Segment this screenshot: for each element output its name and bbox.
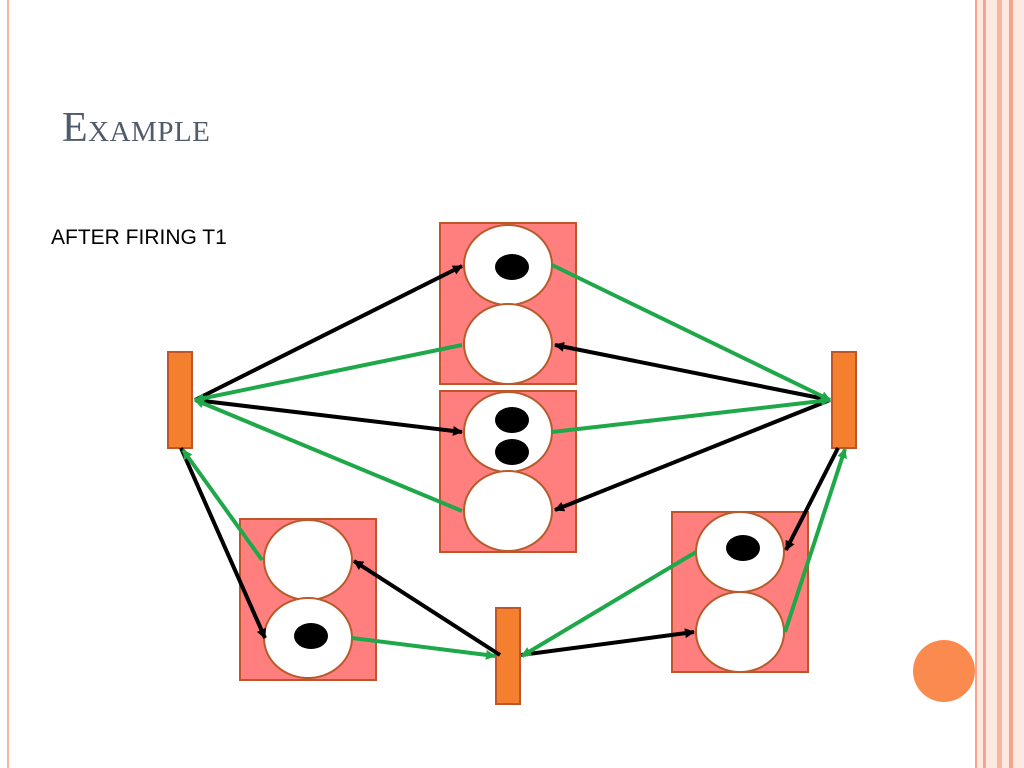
arc-green <box>194 398 463 513</box>
left-transition <box>167 351 193 449</box>
decorative-circle <box>913 640 975 702</box>
slide-frame-right <box>975 0 1024 768</box>
arc-black <box>194 398 463 436</box>
arc-green <box>520 550 698 658</box>
arc-green <box>783 448 847 633</box>
arc-green <box>351 636 496 660</box>
arc-black <box>554 398 831 512</box>
right-transition <box>831 351 857 449</box>
token <box>294 623 328 649</box>
arc-black <box>179 447 267 639</box>
slide-subtitle: AFTER FIRING T1 <box>51 226 227 249</box>
slide-frame-left <box>0 0 9 768</box>
token <box>726 535 760 561</box>
slide-title: Example <box>62 105 211 151</box>
right-group-lower-place <box>695 591 785 673</box>
arc-black <box>784 447 840 551</box>
arc-black <box>352 559 502 657</box>
arc-black <box>194 264 463 402</box>
top-group-lower-place <box>463 303 553 385</box>
arc-green <box>551 263 831 402</box>
arc-green <box>181 448 264 562</box>
arc-green <box>194 343 463 404</box>
middle-group-lower-place <box>463 470 553 552</box>
token <box>495 407 529 433</box>
arc-black <box>520 628 695 657</box>
token <box>495 254 529 280</box>
token <box>495 439 529 465</box>
arc-green <box>551 396 831 434</box>
arc-black <box>554 341 831 402</box>
bottom-transition <box>495 607 521 705</box>
left-group-upper-place <box>263 519 353 601</box>
